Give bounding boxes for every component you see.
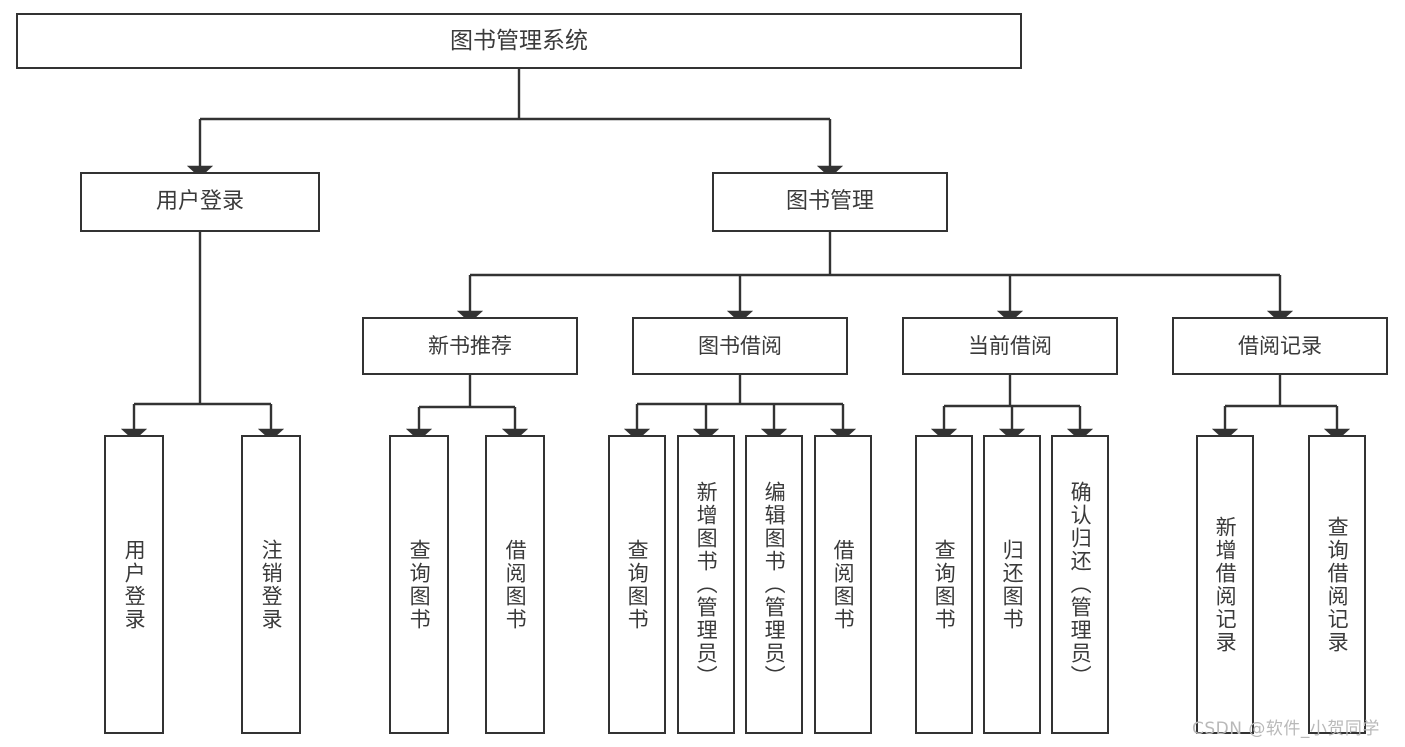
- node-l2_0[interactable]: 新书推荐: [362, 317, 578, 375]
- node-label: 归还图书: [1000, 538, 1025, 631]
- node-leaf_11[interactable]: 新增借阅记录: [1196, 435, 1254, 734]
- node-leaf_0[interactable]: 用户登录: [104, 435, 164, 734]
- node-label: 新增图书（管理员）: [694, 481, 719, 688]
- node-label: 新增借阅记录: [1213, 515, 1238, 654]
- node-l2_3[interactable]: 借阅记录: [1172, 317, 1388, 375]
- node-label: 当前借阅: [968, 333, 1052, 358]
- node-leaf_3[interactable]: 借阅图书: [485, 435, 545, 734]
- node-leaf_7[interactable]: 借阅图书: [814, 435, 872, 734]
- node-label: 用户登录: [122, 538, 147, 631]
- node-label: 新书推荐: [428, 333, 512, 358]
- node-root[interactable]: 图书管理系统: [16, 13, 1022, 69]
- node-leaf_1[interactable]: 注销登录: [241, 435, 301, 734]
- node-label: 查询图书: [625, 538, 650, 631]
- node-label: 借阅图书: [503, 538, 528, 631]
- node-label: 查询图书: [407, 538, 432, 631]
- node-label: 查询图书: [932, 538, 957, 631]
- watermark-label: CSDN @软件_小贺同学: [1192, 719, 1380, 739]
- node-leaf_10[interactable]: 确认归还（管理员）: [1051, 435, 1109, 734]
- node-label: 注销登录: [259, 538, 284, 631]
- node-leaf_8[interactable]: 查询图书: [915, 435, 973, 734]
- node-label: 借阅记录: [1238, 333, 1322, 358]
- node-label: 用户登录: [155, 189, 244, 215]
- node-label: 图书借阅: [698, 333, 782, 358]
- node-l1_0[interactable]: 用户登录: [80, 172, 320, 232]
- node-label: 图书管理系统: [450, 27, 588, 54]
- node-leaf_9[interactable]: 归还图书: [983, 435, 1041, 734]
- node-l1_1[interactable]: 图书管理: [712, 172, 948, 232]
- node-leaf_5[interactable]: 新增图书（管理员）: [677, 435, 735, 734]
- node-leaf_12[interactable]: 查询借阅记录: [1308, 435, 1366, 734]
- node-leaf_2[interactable]: 查询图书: [389, 435, 449, 734]
- node-leaf_4[interactable]: 查询图书: [608, 435, 666, 734]
- connector-lines: [120, 69, 1351, 441]
- node-l2_1[interactable]: 图书借阅: [632, 317, 848, 375]
- node-label: 图书管理: [785, 189, 874, 215]
- node-label: 确认归还（管理员）: [1068, 481, 1093, 688]
- node-label: 借阅图书: [831, 538, 856, 631]
- node-label: 查询借阅记录: [1325, 515, 1350, 654]
- node-leaf_6[interactable]: 编辑图书（管理员）: [745, 435, 803, 734]
- node-l2_2[interactable]: 当前借阅: [902, 317, 1118, 375]
- node-label: 编辑图书（管理员）: [762, 481, 787, 688]
